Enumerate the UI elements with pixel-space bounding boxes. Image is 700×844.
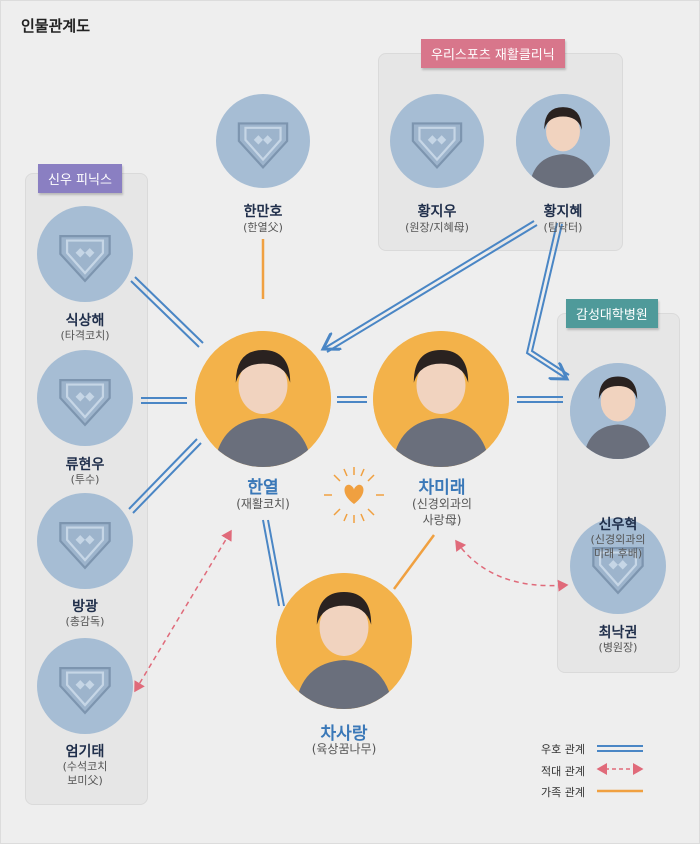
name-siksanghae: 식상해 <box>65 313 105 329</box>
name-hanyeol: 한열 <box>247 478 279 498</box>
portrait-photo <box>373 331 509 467</box>
svg-text:◆◆: ◆◆ <box>76 389 95 403</box>
role-chasarang: (육상꿈나무) <box>311 742 377 756</box>
name-banggwang: 방광 <box>72 599 98 615</box>
line-jihye-shinwoohyuk <box>525 222 570 379</box>
drama-logo-icon: ◆◆ <box>59 521 111 570</box>
role-siksanghae: (타격코치) <box>60 329 110 342</box>
portrait-photo <box>276 573 412 709</box>
avatar-hanmanho: ◆◆ <box>216 94 310 188</box>
role-banggwang: (총감독) <box>65 615 105 628</box>
avatar-shinwoohyuk <box>570 363 666 459</box>
line-banggwang-hanyeol <box>128 438 202 514</box>
role-ryuhyunwoo: (투수) <box>70 473 100 486</box>
role-shinwoohyuk-1: (신경외과의 <box>590 533 646 546</box>
group-label-clinic: 우리스포츠 재활클리닉 <box>421 39 565 68</box>
avatar-hanyeol <box>195 331 331 467</box>
role-eomgitae-1: (수석코치 <box>62 760 108 773</box>
avatar-choinakgwon: ◆◆ <box>570 518 666 614</box>
role-chamirae-2: 사랑母) <box>422 513 462 527</box>
name-hwangjiwoo: 황지우 <box>417 204 457 220</box>
legend-friendly-label: 우호 관계 <box>541 743 585 756</box>
line-siksanghae-hanyeol <box>130 276 204 348</box>
name-choinakgwon: 최낙권 <box>598 625 638 641</box>
avatar-chamirae <box>373 331 509 467</box>
portrait-photo <box>570 363 666 459</box>
line-hanyeol-chamirae <box>337 396 367 403</box>
name-hwangjihye: 황지혜 <box>543 204 583 220</box>
line-eomgitae-hanyeol <box>134 529 232 693</box>
name-chamirae: 차미래 <box>418 478 466 498</box>
drama-logo-icon: ◆◆ <box>59 666 111 715</box>
role-hanyeol: (재활코치) <box>236 497 290 511</box>
portrait-photo <box>516 94 610 188</box>
role-eomgitae-2: 보미父) <box>67 774 103 787</box>
drama-logo-icon: ◆◆ <box>592 546 644 595</box>
line-chamirae-shinwoohyuk <box>517 396 563 403</box>
svg-text:◆◆: ◆◆ <box>609 557 628 571</box>
svg-text:◆◆: ◆◆ <box>76 245 95 259</box>
role-hanmanho: (한열父) <box>243 221 283 234</box>
line-ryuhyunwoo-hanyeol <box>141 397 187 404</box>
avatar-ryuhyunwoo: ◆◆ <box>37 350 133 446</box>
group-label-hospital: 감성대학병원 <box>566 299 658 328</box>
drama-logo-icon: ◆◆ <box>411 122 463 169</box>
role-chamirae-1: (신경외과의 <box>412 497 472 511</box>
legend-family-label: 가족 관계 <box>541 786 585 799</box>
drama-logo-icon: ◆◆ <box>59 234 111 283</box>
name-chasarang: 차사랑 <box>320 724 368 744</box>
svg-text:◆◆: ◆◆ <box>254 132 273 146</box>
legend-friendly-swatch <box>597 745 643 752</box>
svg-text:◆◆: ◆◆ <box>76 532 95 546</box>
avatar-hwangjihye <box>516 94 610 188</box>
name-eomgitae: 엄기태 <box>65 744 105 760</box>
name-hanmanho: 한만호 <box>243 204 283 220</box>
line-chamirae-chasarang <box>392 534 436 590</box>
name-shinwoohyuk: 신우혁 <box>598 517 638 533</box>
avatar-eomgitae: ◆◆ <box>37 638 133 734</box>
line-chamirae-choinakgwon <box>455 539 569 592</box>
drama-logo-icon: ◆◆ <box>237 122 289 169</box>
legend-hostile-label: 적대 관계 <box>541 765 585 778</box>
svg-text:◆◆: ◆◆ <box>428 132 447 146</box>
line-clinic-hanyeol <box>323 220 538 353</box>
avatar-hwangjiwoo: ◆◆ <box>390 94 484 188</box>
role-shinwoohyuk-2: 미래 후배) <box>593 547 643 560</box>
line-hanyeol-chasarang <box>262 519 285 607</box>
portrait-photo <box>195 331 331 467</box>
avatar-banggwang: ◆◆ <box>37 493 133 589</box>
group-label-phoenix: 신우 피닉스 <box>38 164 122 193</box>
name-ryuhyunwoo: 류현우 <box>65 457 105 473</box>
role-choinakgwon: (병원장) <box>598 641 638 654</box>
page-title: 인물관계도 <box>21 17 91 35</box>
role-hwangjiwoo: (원장/지혜母) <box>405 221 469 234</box>
drama-logo-icon: ◆◆ <box>59 378 111 427</box>
avatar-siksanghae: ◆◆ <box>37 206 133 302</box>
role-hwangjihye: (팀닥터) <box>543 221 583 234</box>
svg-text:◆◆: ◆◆ <box>76 677 95 691</box>
heart-icon <box>324 467 384 523</box>
avatar-chasarang <box>276 573 412 709</box>
